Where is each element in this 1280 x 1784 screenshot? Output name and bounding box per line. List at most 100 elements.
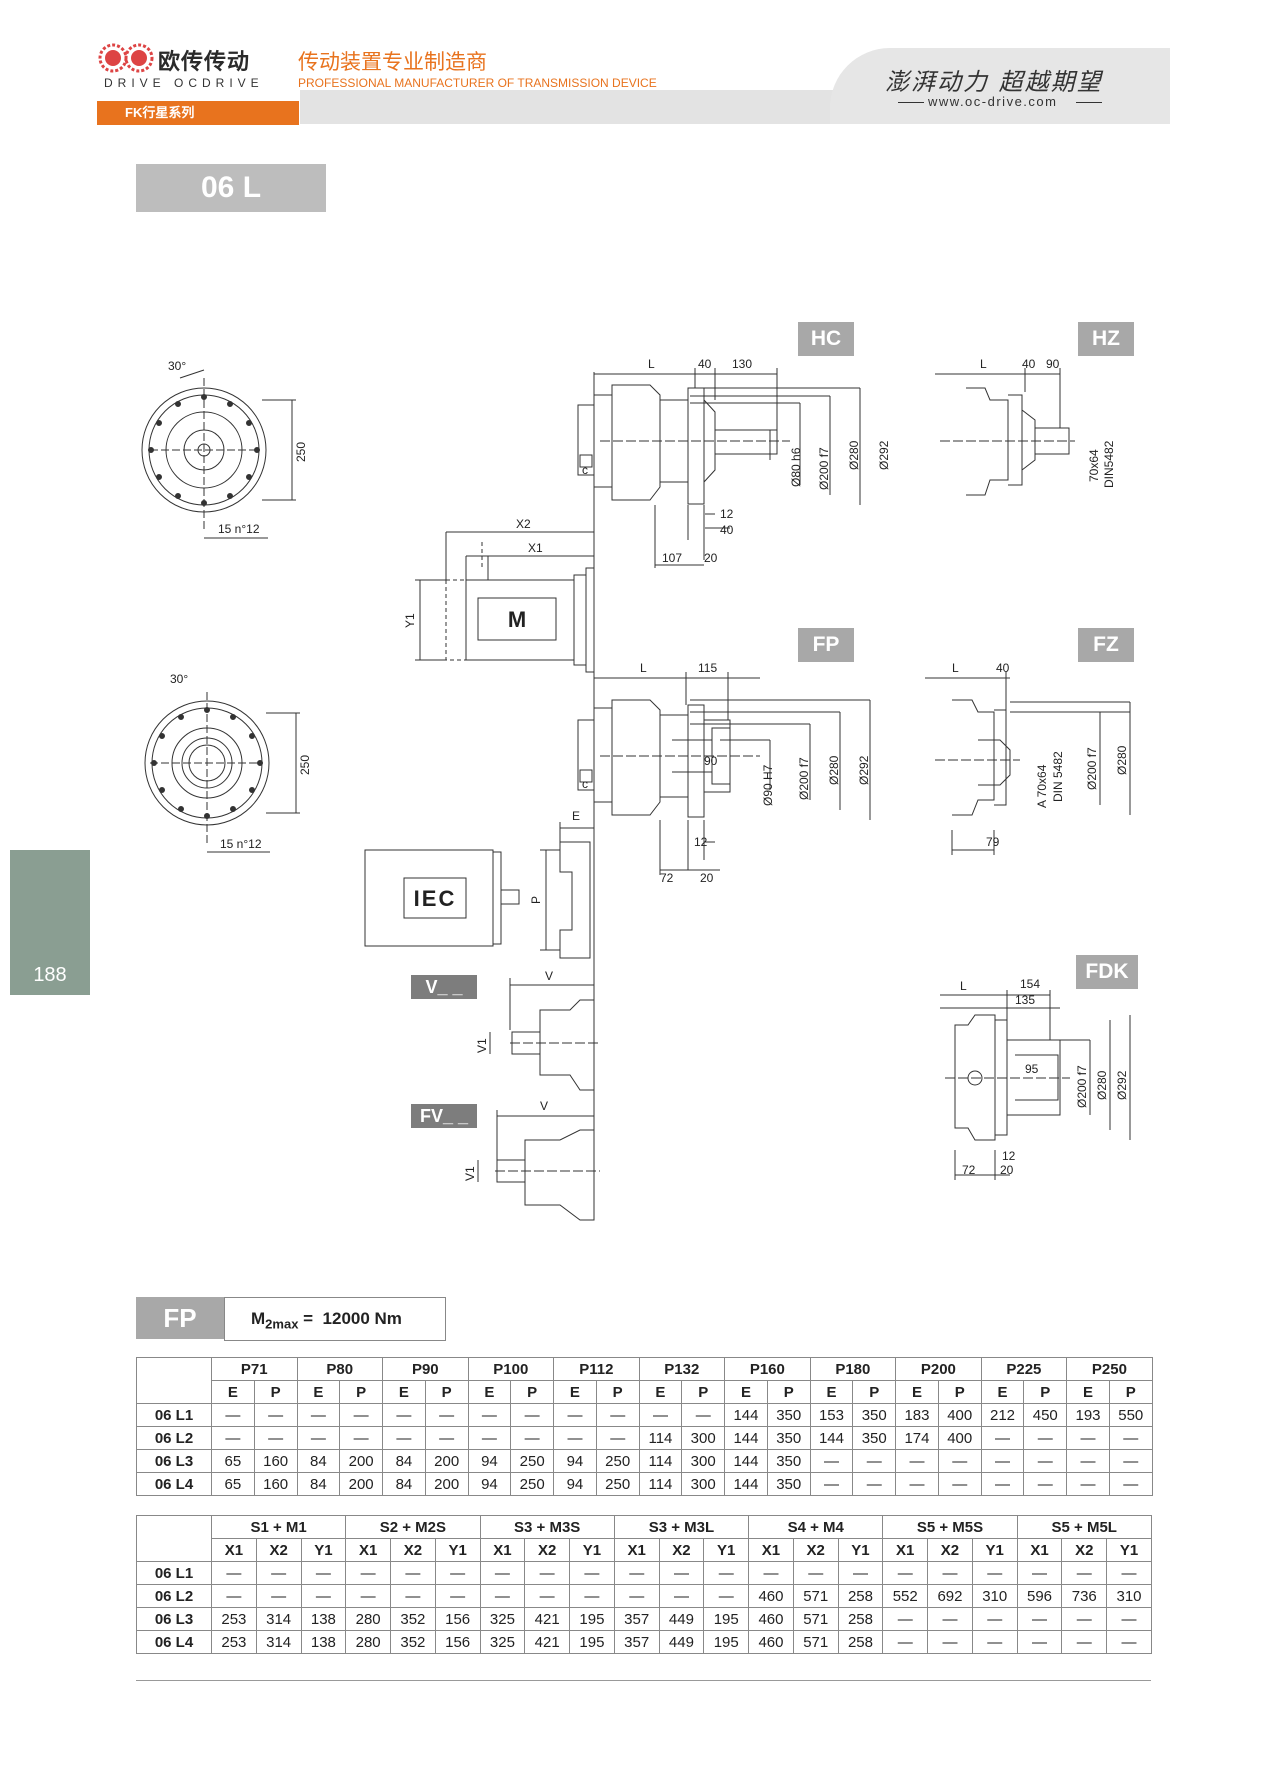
group-header: P160 xyxy=(724,1357,811,1381)
table-cell: — xyxy=(748,1561,794,1585)
table-cell: — xyxy=(569,1561,615,1585)
table-cell: — xyxy=(434,1584,481,1608)
table-cell: 350 xyxy=(852,1403,897,1427)
table-cell: — xyxy=(937,1472,982,1496)
side-view-hc xyxy=(577,368,861,568)
tagline-chinese: 传动装置专业制造商 xyxy=(298,50,487,74)
row-label: 06 L2 xyxy=(136,1426,212,1450)
sub-header: P xyxy=(510,1380,555,1404)
table-cell: 596 xyxy=(1016,1584,1063,1608)
table-cell: — xyxy=(467,1426,512,1450)
table-cell: — xyxy=(852,1449,897,1473)
sub-header: X2 xyxy=(390,1538,436,1562)
table-cell: 300 xyxy=(681,1449,726,1473)
table-cell: 138 xyxy=(300,1607,347,1631)
dim-fp-115: 115 xyxy=(698,661,717,675)
table-cell: 350 xyxy=(766,1426,811,1450)
bottom-rule xyxy=(136,1680,1151,1681)
page-number-tab: 188 xyxy=(10,850,90,995)
dim-iec-e: E xyxy=(572,809,580,823)
dim-fp-d280: Ø280 xyxy=(827,755,841,785)
table-cell: — xyxy=(927,1630,973,1654)
sub-header: P xyxy=(253,1380,298,1404)
table-cell: — xyxy=(211,1403,255,1427)
dim-hc-d280: Ø280 xyxy=(847,440,861,470)
table-cell: 571 xyxy=(792,1607,839,1631)
side-view-fp xyxy=(577,672,871,875)
table-cell: — xyxy=(1066,1472,1110,1496)
table-cell: — xyxy=(980,1426,1025,1450)
sub-header: Y1 xyxy=(300,1538,347,1562)
table-cell: 84 xyxy=(382,1472,426,1496)
dim-hz-l: L xyxy=(980,357,987,371)
table-cell: 421 xyxy=(524,1607,571,1631)
sub-header: E xyxy=(724,1380,768,1404)
table-cell: — xyxy=(300,1561,347,1585)
table-cell: 94 xyxy=(553,1472,597,1496)
table-cell: 460 xyxy=(748,1584,794,1608)
table-cell: 84 xyxy=(382,1449,426,1473)
table-cell: — xyxy=(467,1403,512,1427)
table-cell: — xyxy=(296,1426,341,1450)
group-header: S5 + M5L xyxy=(1016,1515,1152,1539)
table-cell: — xyxy=(882,1561,929,1585)
table-cell: — xyxy=(479,1584,526,1608)
table-cell: — xyxy=(1108,1426,1153,1450)
dim-fp-d200: Ø200 f7 xyxy=(797,757,811,800)
table-cell: 314 xyxy=(255,1630,302,1654)
group-header: S4 + M4 xyxy=(748,1515,884,1539)
sub-header: P xyxy=(424,1380,469,1404)
front-view-fp xyxy=(144,692,300,853)
dim-fv-v: V xyxy=(540,1099,548,1113)
group-header: S5 + M5S xyxy=(882,1515,1018,1539)
table-cell: — xyxy=(253,1403,298,1427)
table-cell: 450 xyxy=(1023,1403,1068,1427)
table-cell: — xyxy=(255,1584,302,1608)
table-cell: 144 xyxy=(724,1449,768,1473)
dim-fz-l: L xyxy=(952,661,959,675)
table-cell: 552 xyxy=(882,1584,929,1608)
table-cell: 325 xyxy=(479,1630,526,1654)
table-cell: — xyxy=(1023,1426,1068,1450)
dim-fz-din: DIN 5482 xyxy=(1051,751,1065,802)
table-cell: 421 xyxy=(524,1630,571,1654)
table-cell: — xyxy=(1016,1607,1063,1631)
table-cell: — xyxy=(424,1403,469,1427)
dim-fdk-20: 20 xyxy=(1000,1163,1014,1177)
group-header: P112 xyxy=(553,1357,640,1381)
table-cell: 310 xyxy=(1106,1584,1152,1608)
dim-iec-p: P xyxy=(529,896,543,904)
row-label: 06 L1 xyxy=(136,1403,212,1427)
row-label: 06 L4 xyxy=(136,1630,212,1654)
table-cell: 153 xyxy=(809,1403,854,1427)
table-cell: — xyxy=(613,1561,660,1585)
table-cell: — xyxy=(1108,1472,1153,1496)
table-cell: 94 xyxy=(467,1472,512,1496)
table-cell: 400 xyxy=(937,1426,982,1450)
table-cell: 460 xyxy=(748,1607,794,1631)
table-row: 06 L1————————————————————— xyxy=(136,1561,1152,1585)
table-cell: — xyxy=(296,1403,341,1427)
dim-hz-70x64: 70x64 xyxy=(1087,449,1101,482)
sub-header: Y1 xyxy=(434,1538,481,1562)
dim-fp-12: 12 xyxy=(694,835,708,849)
dim-hc-d80: Ø80 h6 xyxy=(789,447,803,487)
table-cell: — xyxy=(882,1630,929,1654)
table-cell: 310 xyxy=(971,1584,1018,1608)
sub-header: X1 xyxy=(1016,1538,1063,1562)
table-cell: — xyxy=(524,1584,571,1608)
table-cell: 736 xyxy=(1061,1584,1108,1608)
table-cell: 160 xyxy=(253,1449,298,1473)
table-cell: 156 xyxy=(434,1607,481,1631)
table-cell: — xyxy=(792,1561,839,1585)
motor-iec xyxy=(364,822,594,959)
table-cell: 195 xyxy=(703,1607,750,1631)
table-cell: 253 xyxy=(211,1630,257,1654)
sub-header: X2 xyxy=(792,1538,839,1562)
table-cell: 193 xyxy=(1066,1403,1110,1427)
group-header: P225 xyxy=(980,1357,1068,1381)
table-cell: 84 xyxy=(296,1449,341,1473)
dim-hc-12: 12 xyxy=(720,507,734,521)
dim-hz-din: DIN5482 xyxy=(1102,440,1116,488)
